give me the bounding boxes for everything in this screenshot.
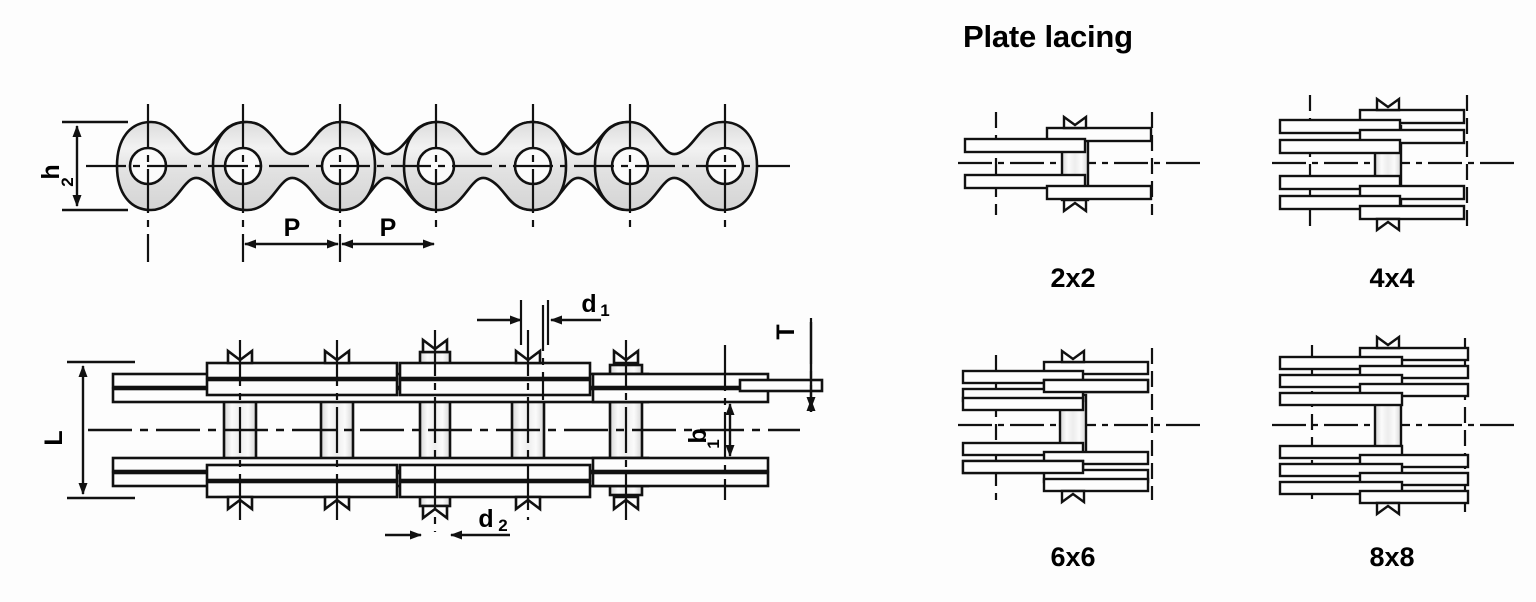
chain-plate	[963, 137, 1087, 154]
dimension-T: T	[772, 322, 816, 412]
chain-plate	[1358, 489, 1470, 505]
rivet-head	[1062, 198, 1088, 214]
dimension-label-T: T	[772, 324, 800, 339]
rivet-head	[1062, 114, 1088, 130]
chain-plate	[1358, 204, 1466, 221]
pin-center-line-group	[146, 104, 727, 262]
side-view-chain: L d 1 d 2 b 1 T	[40, 290, 824, 540]
lacing-diagram-4x4: 4x4	[1272, 95, 1516, 293]
lacing-diagram-2x2: 2x2	[958, 112, 1200, 293]
rivet-head	[1375, 501, 1401, 517]
dimension-b1: b 1	[684, 403, 735, 457]
rivet-head	[323, 495, 351, 512]
dimension-label-L: L	[40, 430, 68, 445]
chain-plate	[961, 396, 1085, 412]
chain-plate	[1042, 477, 1150, 493]
chain-plate	[205, 463, 399, 482]
chain-plate	[961, 459, 1085, 475]
chain-plate	[1278, 391, 1404, 407]
dimension-label-h2-base: h	[37, 164, 65, 179]
lacing-label-4x4: 4x4	[1369, 263, 1414, 293]
dimension-d2: d 2	[385, 505, 510, 540]
chain-plate	[205, 480, 399, 499]
chain-plate	[398, 378, 592, 397]
rivet-head	[323, 348, 351, 365]
dimension-label-b1-base: b	[684, 428, 712, 443]
rivet-head	[1375, 334, 1401, 350]
chain-plate	[398, 361, 592, 380]
lacing-label-2x2: 2x2	[1050, 263, 1095, 293]
chain-plate	[1278, 138, 1402, 155]
chain-plate	[1045, 126, 1153, 143]
dimension-label-pitch-left: P	[284, 214, 301, 242]
chain-plate	[205, 361, 399, 380]
lacing-label-6x6: 6x6	[1050, 542, 1095, 572]
pin-column	[1373, 398, 1403, 454]
rivet-head	[226, 348, 254, 365]
chain-plate	[1042, 378, 1150, 394]
chain-plate	[398, 463, 592, 482]
lacing-label-8x8: 8x8	[1369, 542, 1414, 572]
chain-plate	[591, 471, 770, 488]
rivet-head	[1060, 348, 1086, 364]
dimension-label-d1-base: d	[581, 290, 596, 318]
chain-plate	[963, 173, 1087, 190]
rivet-head	[612, 348, 640, 365]
rivet-head-group	[226, 337, 640, 521]
rivet-head	[514, 348, 542, 365]
dimension-h2: h 2	[37, 120, 128, 212]
rivet-head	[1060, 489, 1086, 505]
dimension-pitch-right: P	[341, 214, 435, 249]
chain-plate	[205, 378, 399, 397]
dimension-L: L	[40, 360, 135, 500]
lacing-diagram-8x8: 8x8	[1272, 334, 1516, 572]
dimension-pitch-left: P	[244, 214, 339, 249]
rivet-head	[612, 495, 640, 512]
dimension-label-d2-base: d	[478, 505, 493, 533]
rivet-head	[421, 337, 449, 354]
dimension-label-b1-sub: 1	[704, 439, 723, 448]
rivet-head	[226, 495, 254, 512]
chain-plate	[398, 480, 592, 499]
dimension-d1: d 1	[477, 290, 610, 345]
rivet-head	[514, 495, 542, 512]
lacing-diagram-6x6: 6x6	[958, 348, 1200, 572]
chain-plate	[591, 456, 770, 473]
rivet-head	[1375, 96, 1401, 112]
dimension-label-pitch-right: P	[380, 214, 397, 242]
rivet-head	[421, 504, 449, 521]
rivet-head	[1375, 217, 1401, 233]
dimension-label-d1-sub: 1	[600, 301, 609, 320]
dimension-label-d2-sub: 2	[498, 516, 507, 535]
dimension-label-h2-sub: 2	[58, 177, 77, 186]
chain-plate	[738, 378, 824, 393]
top-view-chain: h 2 P P	[37, 104, 790, 262]
plate-lacing-title: Plate lacing	[963, 19, 1133, 54]
chain-plate	[1045, 184, 1153, 201]
